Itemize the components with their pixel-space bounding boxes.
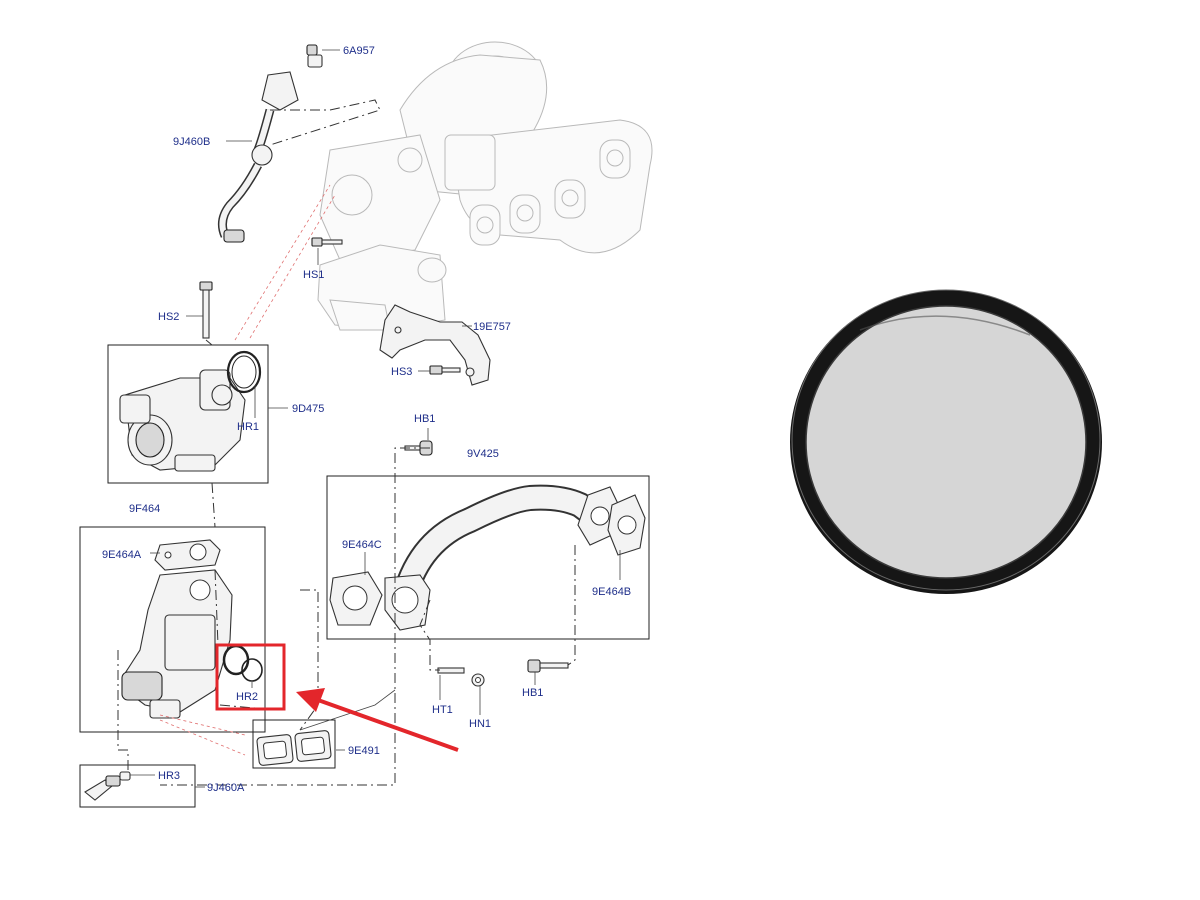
sensor-9j460a bbox=[84, 771, 131, 801]
bolt-hs2 bbox=[199, 281, 213, 339]
label-hb1-top: HB1 bbox=[414, 413, 435, 425]
bolt-hs1 bbox=[311, 237, 343, 247]
label-hn1: HN1 bbox=[469, 718, 491, 730]
sensor-box bbox=[79, 764, 196, 808]
label-hr2: HR2 bbox=[236, 691, 258, 703]
pipe-box bbox=[326, 475, 650, 640]
label-9e491: 9E491 bbox=[348, 745, 380, 757]
bolt-hb1-bottom bbox=[527, 659, 569, 673]
label-19e757: 19E757 bbox=[473, 321, 511, 333]
leader-lines bbox=[130, 49, 621, 788]
assembly-lines bbox=[117, 99, 576, 786]
label-9e464b: 9E464B bbox=[592, 586, 631, 598]
bolt-hs3 bbox=[429, 365, 461, 375]
gasket-box bbox=[252, 719, 336, 769]
egr-cooler bbox=[121, 569, 233, 719]
sensor-6a957 bbox=[306, 44, 323, 68]
gaskets-9e491 bbox=[256, 730, 332, 766]
red-arrow-icon bbox=[296, 688, 459, 752]
label-hs1: HS1 bbox=[303, 269, 324, 281]
egr-valve bbox=[119, 369, 246, 472]
label-hr1: HR1 bbox=[237, 421, 259, 433]
label-9j460b: 9J460B bbox=[173, 136, 210, 148]
valve-box bbox=[107, 344, 269, 484]
label-hr3: HR3 bbox=[158, 770, 180, 782]
label-9j460a: 9J460A bbox=[207, 782, 245, 794]
bracket-part bbox=[379, 304, 491, 386]
label-9f464: 9F464 bbox=[129, 503, 160, 515]
gasket-9e464c bbox=[329, 571, 383, 626]
gasket-9e464a bbox=[154, 539, 221, 571]
o-ring-hr2 bbox=[222, 644, 263, 682]
gasket-9e464b bbox=[607, 494, 646, 556]
pressure-hose bbox=[217, 71, 299, 243]
label-9d475: 9D475 bbox=[292, 403, 324, 415]
cooler-box bbox=[79, 526, 266, 733]
label-6a957: 6A957 bbox=[343, 45, 375, 57]
stud-ht1 bbox=[437, 667, 465, 674]
label-9e464c: 9E464C bbox=[342, 539, 382, 551]
turbo-manifold-assembly bbox=[317, 41, 653, 331]
label-ht1: HT1 bbox=[432, 704, 453, 716]
o-ring-photo bbox=[790, 289, 1102, 594]
label-9e464a: 9E464A bbox=[102, 549, 142, 561]
part-labels: 6A957 9J460B HS1 HS2 19E757 HS3 9D475 HR… bbox=[102, 45, 631, 794]
highlight-box bbox=[215, 643, 286, 711]
label-hs3: HS3 bbox=[391, 366, 412, 378]
nut-hn1 bbox=[471, 673, 485, 687]
label-hs2: HS2 bbox=[158, 311, 179, 323]
label-hb1-bottom: HB1 bbox=[522, 687, 543, 699]
label-9v425: 9V425 bbox=[467, 448, 499, 460]
egr-pipe bbox=[384, 484, 621, 631]
o-ring-hr1 bbox=[226, 350, 262, 394]
